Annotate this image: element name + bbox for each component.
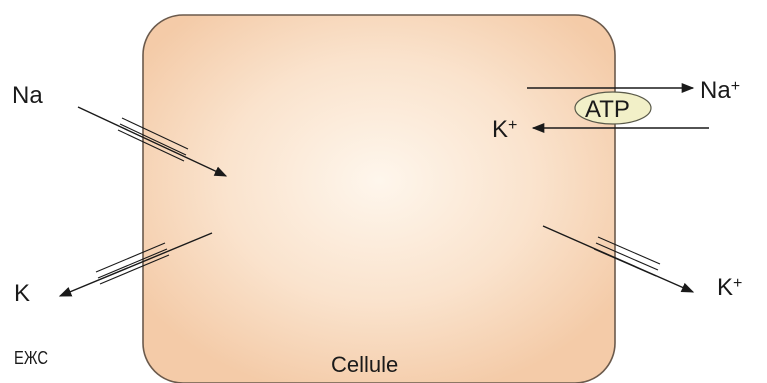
na-plus-right-text: Na — [700, 77, 731, 104]
atp-label: ATP — [585, 96, 630, 123]
na-plus-right-sup: + — [731, 78, 740, 95]
na-influx-arrow — [77, 106, 228, 177]
k-plus-bottom-text: K — [717, 274, 733, 301]
k-plus-pump-sup: + — [508, 117, 517, 134]
k-plus-efflux-arrow — [542, 225, 695, 293]
k-plus-pump-text: K — [492, 116, 508, 143]
na-left-label: Na — [12, 82, 43, 109]
watermark: ЕЖС — [14, 348, 48, 368]
na-plus-right-label: Na+ — [700, 77, 740, 104]
k-plus-bottom-label: K+ — [717, 274, 742, 301]
k-efflux-arrow — [58, 232, 213, 297]
cell-body — [142, 14, 616, 383]
atp-badge: ATP — [574, 91, 652, 125]
k-left-label: K — [14, 280, 30, 307]
k-plus-pump-label: K+ — [492, 116, 517, 143]
cell-label: Cellule — [331, 352, 398, 377]
k-plus-bottom-sup: + — [733, 275, 742, 292]
